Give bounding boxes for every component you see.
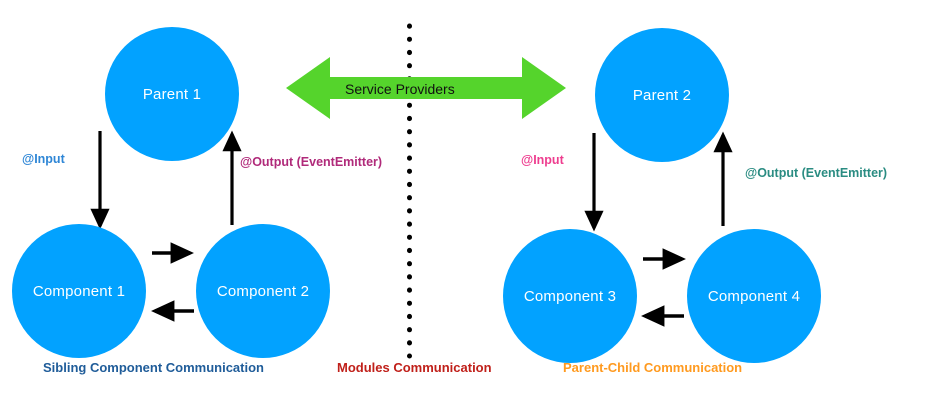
annotation-input-left: @Input [22, 152, 65, 166]
node-component-3-label: Component 3 [523, 287, 617, 305]
service-providers-arrow [286, 57, 566, 119]
annotation-input-right: @Input [521, 153, 564, 167]
node-parent-1[interactable]: Parent 1 [105, 27, 239, 161]
caption-modules-communication: Modules Communication [337, 360, 492, 375]
caption-parent-child-communication: Parent-Child Communication [563, 360, 743, 375]
annotation-output-left: @Output (EventEmitter) [240, 155, 383, 169]
node-parent-2[interactable]: Parent 2 [595, 28, 729, 162]
annotation-output-right: @Output (EventEmitter) [745, 166, 888, 180]
node-component-4[interactable]: Component 4 [687, 229, 821, 363]
node-parent-1-label: Parent 1 [142, 85, 202, 103]
node-component-2[interactable]: Component 2 [196, 224, 330, 358]
node-parent-2-label: Parent 2 [632, 86, 692, 104]
node-component-2-label: Component 2 [216, 282, 310, 300]
node-component-3[interactable]: Component 3 [503, 229, 637, 363]
node-component-1[interactable]: Component 1 [12, 224, 146, 358]
caption-sibling-communication: Sibling Component Communication [43, 360, 264, 375]
service-providers-label: Service Providers [345, 81, 455, 97]
node-component-1-label: Component 1 [32, 282, 126, 300]
node-component-4-label: Component 4 [707, 287, 801, 305]
